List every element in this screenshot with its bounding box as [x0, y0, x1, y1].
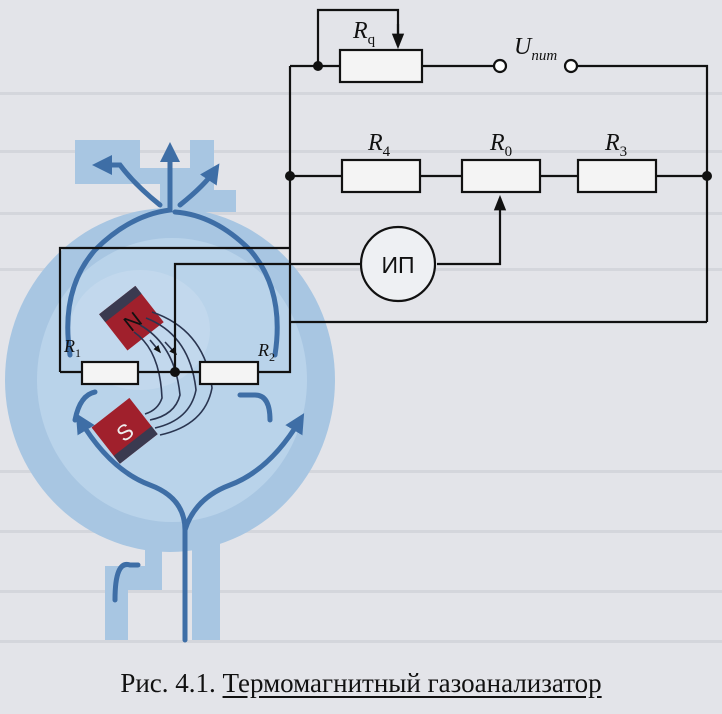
flow-arrow	[177, 163, 220, 208]
label-r0: R0	[489, 130, 512, 160]
label-r2: R2	[257, 340, 275, 364]
flow-arrow	[92, 155, 163, 208]
circuit-wiring	[58, 8, 709, 374]
flow-arrow	[112, 561, 141, 603]
flow-arrow	[182, 413, 305, 533]
figure-caption: Рис. 4.1. Термомагнитный газоанализатор	[0, 668, 722, 699]
bleed-line	[0, 530, 722, 533]
junction-dot	[285, 171, 295, 181]
resistor-r4	[340, 158, 422, 194]
wire	[437, 258, 502, 266]
resistor-r2	[198, 360, 260, 386]
field-line	[151, 311, 213, 436]
supply-terminal	[492, 58, 508, 74]
measuring-instrument	[359, 225, 437, 303]
bleed-line	[0, 92, 722, 95]
magnet-south: S	[91, 397, 158, 464]
wire	[173, 262, 360, 368]
resistor-r3	[576, 158, 658, 194]
supply-terminal	[563, 58, 579, 74]
flow-arrow	[72, 389, 98, 423]
junction-dot	[313, 61, 323, 71]
measurement-chamber	[5, 140, 335, 640]
bleed-line	[0, 640, 722, 643]
flow-arrow	[237, 392, 273, 423]
label-upit: Uпит	[514, 34, 557, 64]
flow-arrow	[172, 209, 280, 358]
resistor-rq	[338, 48, 424, 84]
label-r1: R1	[63, 336, 81, 360]
junctions	[170, 61, 712, 377]
magnet-north: N	[99, 285, 164, 351]
flow-arrow	[75, 413, 188, 643]
meter-label: ИП	[381, 252, 414, 278]
wire	[258, 355, 292, 374]
bleed-line	[0, 470, 722, 473]
flow-arrow	[65, 142, 180, 358]
resistor-r0	[460, 158, 542, 194]
gas-flow-arrows	[65, 142, 305, 643]
field-line	[149, 339, 162, 354]
label-rq: Rq	[352, 18, 376, 48]
junction-dot	[702, 171, 712, 181]
label-r4: R4	[367, 130, 391, 160]
field-line	[145, 317, 197, 429]
bleed-line	[0, 212, 722, 215]
caption-title: Термомагнитный газоанализатор	[222, 668, 602, 698]
resistor-r1	[80, 360, 140, 386]
wire	[575, 64, 709, 322]
junction-dot	[170, 367, 180, 377]
caption-number: Рис. 4.1.	[120, 668, 216, 698]
field-line	[133, 331, 163, 415]
magnetic-field-lines	[133, 311, 213, 436]
field-line	[139, 324, 181, 421]
label-r3: R3	[604, 130, 627, 160]
bleed-line	[0, 150, 722, 153]
bleed-line	[0, 590, 722, 593]
wire	[58, 246, 290, 372]
